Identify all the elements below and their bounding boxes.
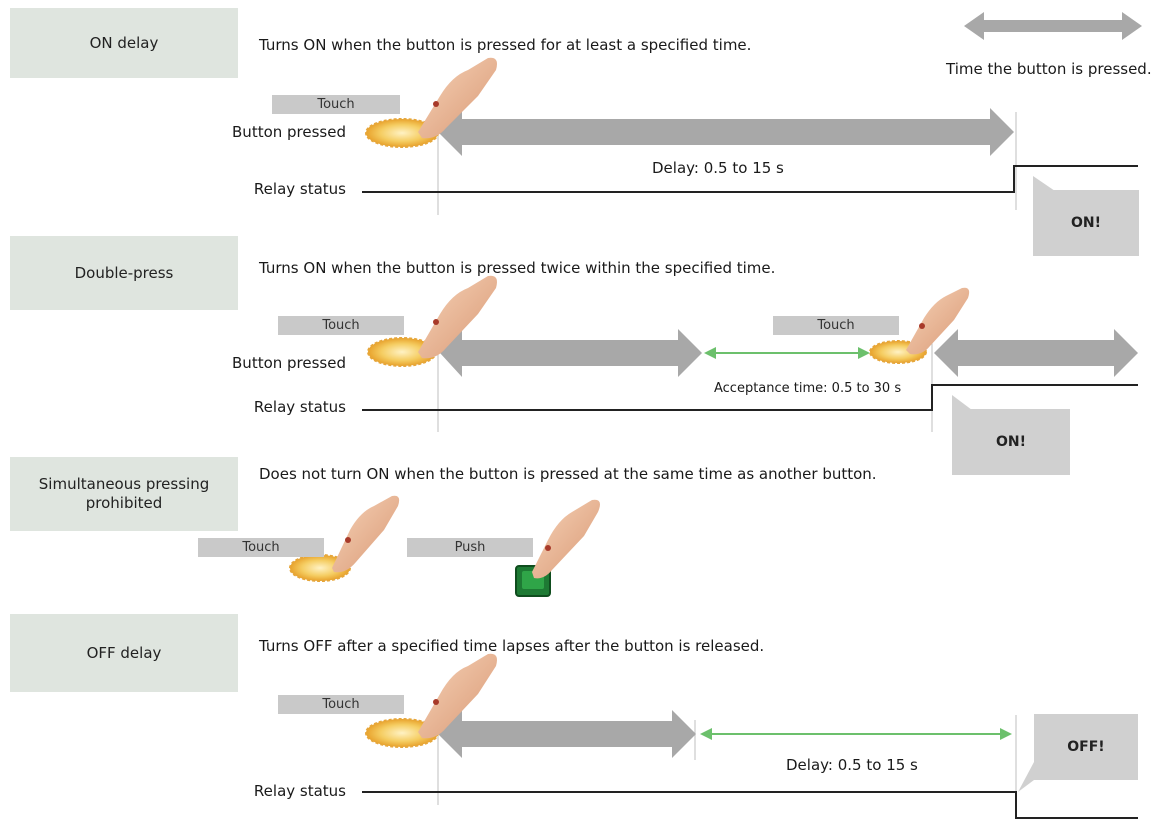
double-press-relay-label: Relay status [253,398,346,416]
off-delay-hand-icon [365,653,497,748]
simultaneous-description: Does not turn ON when the button is pres… [259,465,877,483]
double-press-bubble [952,409,1070,475]
simultaneous-title: Simultaneous pressing prohibited [10,457,238,531]
on-delay-relay-line [362,165,1138,193]
simultaneous-hand-icon-touch [289,495,400,582]
double-press-touch-tag-2: Touch [773,316,899,335]
on-delay-bubble-text: ON! [1070,215,1101,231]
off-delay-touch-tag: Touch [278,695,404,714]
simultaneous-hand-icon-push [532,499,600,579]
off-delay-delay-text: Delay: 0.5 to 15 s [786,756,918,774]
simultaneous-touch-tag: Touch [198,538,324,557]
off-delay-description: Turns OFF after a specified time lapses … [259,637,765,655]
on-delay-press-arrow [438,108,1014,156]
on-delay-description: Turns ON when the button is pressed for … [259,36,752,54]
double-press-description: Turns ON when the button is pressed twic… [259,259,776,277]
off-delay-relay-label: Relay status [253,782,346,800]
double-press-touch-tag-1: Touch [278,316,404,335]
off-delay-bubble-text: OFF! [1067,739,1105,755]
off-delay-green-arrow [700,728,1012,740]
legend-double-arrow-icon [964,12,1142,40]
off-delay-bubble [1034,714,1138,780]
on-delay-title: ON delay [10,8,238,78]
on-delay-bubble [1033,190,1139,256]
double-press-relay-line [362,384,1138,411]
double-press-arrow-1 [440,329,702,377]
double-press-acceptance-arrow [704,347,870,359]
simultaneous-push-tag: Push [407,538,533,557]
on-delay-relay-label: Relay status [253,180,346,198]
on-delay-touch-tag: Touch [272,95,400,114]
on-delay-hand-icon [365,57,497,148]
legend-text: Time the button is pressed. [946,60,1152,78]
off-delay-relay-line [362,791,1138,819]
double-press-hand-icon-1 [367,275,497,367]
double-press-bubble-text: ON! [995,434,1026,450]
double-press-button-label: Button pressed [232,354,346,372]
on-delay-button-label: Button pressed [232,123,346,141]
double-press-acceptance-text: Acceptance time: 0.5 to 30 s [714,381,902,396]
double-press-title: Double-press [10,236,238,310]
on-delay-delay-text: Delay: 0.5 to 15 s [652,159,784,177]
off-delay-title: OFF delay [10,614,238,692]
off-delay-press-arrow [438,710,696,758]
double-press-hand-icon-2 [869,287,970,364]
double-press-arrow-2 [934,329,1138,377]
